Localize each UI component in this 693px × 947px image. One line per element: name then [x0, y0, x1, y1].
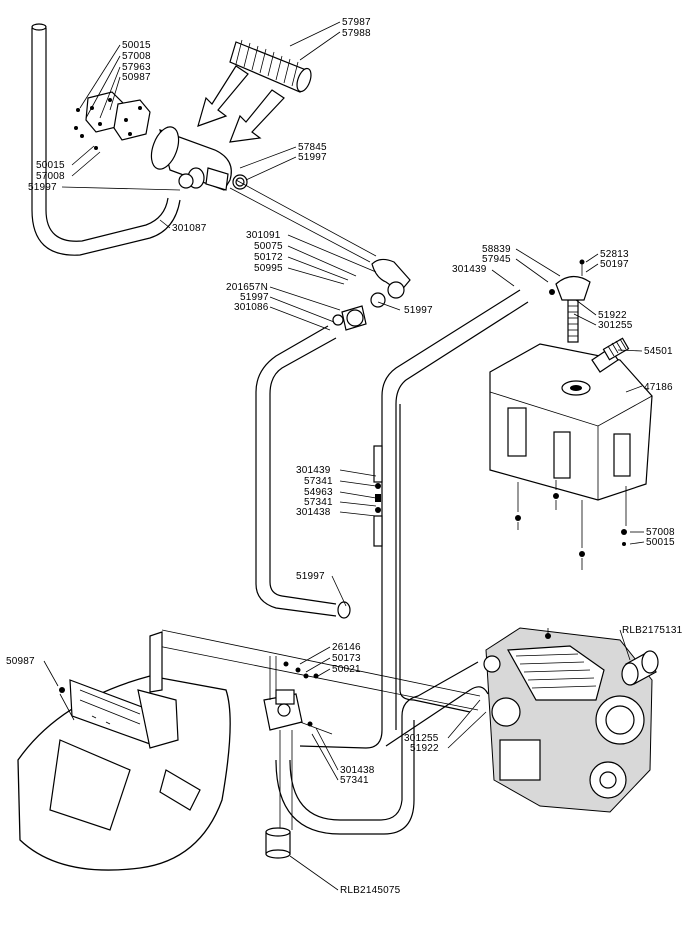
label-57008-top: 57008: [122, 51, 151, 62]
label-50987-frame: 50987: [6, 656, 35, 667]
label-301439-mid: 301439: [296, 465, 331, 476]
label-RLB2145075: RLB2145075: [340, 885, 401, 896]
intake-hose-301087: [31, 23, 181, 256]
label-58839: 58839: [482, 244, 511, 255]
fuel-pickup-assembly: [549, 259, 591, 343]
label-51922-top: 51922: [598, 310, 627, 321]
callout-labels: 57987 57988 50015 57008 57963 50987 5001…: [6, 17, 683, 896]
label-201657N: 201657N: [226, 282, 268, 293]
label-54501: 54501: [644, 346, 673, 357]
label-57963: 57963: [122, 62, 151, 73]
tank-mount-bolts: [515, 480, 627, 570]
direction-arrows: [197, 65, 285, 143]
fuel-tank-47186: [489, 343, 653, 501]
label-301438-mid: 301438: [296, 507, 331, 518]
fuel-line-return: [275, 289, 529, 835]
label-301087: 301087: [172, 223, 207, 234]
elbow-301091: [332, 258, 411, 331]
label-57988: 57988: [342, 28, 371, 39]
label-57341-b: 57341: [304, 497, 333, 508]
hose-301086: [255, 325, 351, 619]
frame-detail-view: [17, 631, 231, 871]
label-57945: 57945: [482, 254, 511, 265]
inline-filter-54963: [373, 445, 383, 547]
label-301439-top: 301439: [452, 264, 487, 275]
label-57987: 57987: [342, 17, 371, 28]
label-51997-a: 51997: [28, 182, 57, 193]
precleaner-hose-57987: [229, 39, 312, 93]
label-301255-top: 301255: [598, 320, 633, 331]
label-57341-a: 57341: [304, 476, 333, 487]
label-50021: 50021: [332, 664, 361, 675]
label-51997-e: 51997: [296, 571, 325, 582]
engine-assembly: [483, 627, 653, 813]
label-51997-b: 51997: [298, 152, 327, 163]
label-26146: 26146: [332, 642, 361, 653]
label-50015-mid: 50015: [36, 160, 65, 171]
label-57341-pump: 57341: [340, 775, 369, 786]
leader-lines: [43, 21, 645, 891]
label-50995: 50995: [254, 263, 283, 274]
label-50015-top: 50015: [122, 40, 151, 51]
air-filter-housing-57845: [150, 126, 248, 191]
label-301438-pump: 301438: [340, 765, 375, 776]
label-51997-d: 51997: [404, 305, 433, 316]
label-301255-engine: 301255: [404, 733, 439, 744]
label-51922-engine: 51922: [410, 743, 439, 754]
label-51997-c: 51997: [240, 292, 269, 303]
filler-cap-54501: [591, 337, 630, 373]
label-50015-tank: 50015: [646, 537, 675, 548]
label-50173: 50173: [332, 653, 361, 664]
label-50172: 50172: [254, 252, 283, 263]
label-57008-tank: 57008: [646, 527, 675, 538]
connector-rod: [229, 187, 371, 263]
label-54963: 54963: [304, 487, 333, 498]
oil-filter-RLB2175131: [621, 650, 659, 686]
fuel-pump-assembly: [263, 656, 333, 830]
label-57845: 57845: [298, 142, 327, 153]
label-57008-mid: 57008: [36, 171, 65, 182]
label-52813: 52813: [600, 249, 629, 260]
fuel-filter-RLB2145075: [265, 827, 291, 859]
label-50197: 50197: [600, 259, 629, 270]
label-301086: 301086: [234, 302, 269, 313]
filter-mounting-brackets: [74, 91, 151, 150]
label-301091: 301091: [246, 230, 281, 241]
label-47186: 47186: [644, 382, 673, 393]
label-RLB2175131: RLB2175131: [622, 625, 683, 636]
label-50987-top: 50987: [122, 72, 151, 83]
label-50075: 50075: [254, 241, 283, 252]
